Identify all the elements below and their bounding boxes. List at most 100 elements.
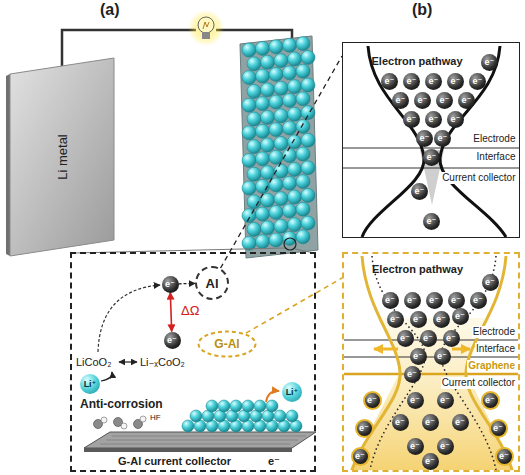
node-text: HF	[150, 413, 161, 423]
active-particle	[242, 181, 256, 195]
active-particle	[247, 112, 261, 126]
lithium-ion: Li⁺	[282, 382, 302, 402]
active-particle	[301, 78, 315, 92]
node-text: e⁻	[493, 424, 503, 433]
widen-arrow	[452, 348, 470, 351]
funnel-wall	[352, 256, 400, 470]
li-metal-slab: Li metal	[6, 56, 118, 258]
electron: e⁻	[447, 111, 464, 128]
node-text: e⁻	[396, 96, 406, 105]
panel-letter: (a)	[100, 1, 120, 19]
cathode-particle	[242, 400, 254, 412]
bulb-glow	[188, 10, 224, 46]
panel-letter: (b)	[412, 1, 432, 19]
node-text: e⁻	[407, 296, 417, 305]
node-text: e⁻	[427, 153, 437, 162]
active-particle	[296, 64, 310, 78]
active-particle	[283, 204, 297, 218]
wire	[62, 30, 196, 66]
cathode-particle	[182, 420, 194, 432]
texture-line	[106, 440, 298, 441]
node-text: e⁻	[436, 315, 446, 324]
electron: e⁻	[414, 92, 431, 109]
electron: e⁻	[392, 414, 409, 431]
active-particle	[261, 55, 275, 69]
layer-line	[343, 168, 519, 169]
cathode-particle	[286, 410, 298, 422]
active-particle	[242, 236, 256, 250]
electron: e⁻	[403, 111, 420, 128]
node-text: e⁻	[268, 455, 280, 468]
active-particle	[288, 80, 302, 94]
active-particle	[274, 81, 288, 95]
node-text: e⁻	[437, 352, 447, 361]
node-text: e⁻	[418, 96, 428, 105]
active-particle	[247, 167, 261, 181]
cathode-particle	[266, 400, 278, 412]
active-particle	[288, 218, 302, 232]
widen-arrow	[374, 348, 398, 351]
node-text: e⁻	[407, 115, 417, 124]
electron: e⁻	[422, 414, 439, 431]
active-particle	[269, 67, 283, 81]
electrode-particles	[242, 37, 315, 251]
active-particle	[242, 153, 256, 167]
graphene-layer	[344, 373, 518, 376]
active-particle	[261, 221, 275, 235]
active-particle	[242, 43, 256, 57]
active-particle	[296, 175, 310, 189]
active-particle	[288, 52, 302, 66]
panel-box: LiCoO₂Li₋ₓCoO₂Anti-corrosionHFG-Al curre…	[70, 252, 316, 472]
electron: e⁻	[481, 54, 498, 71]
active-particle	[256, 69, 270, 83]
active-particle	[242, 98, 256, 112]
active-particle	[247, 84, 261, 98]
plate-edge	[84, 448, 292, 452]
electron: e⁻	[404, 292, 421, 309]
active-particle	[296, 119, 310, 133]
cathode-particles	[182, 400, 302, 432]
active-particle	[269, 40, 283, 54]
connector	[246, 278, 342, 333]
active-particle	[261, 110, 275, 124]
node-text: Li⁺	[84, 379, 97, 389]
active-particle	[256, 124, 270, 138]
texture-line	[100, 444, 290, 445]
node-text: e⁻	[455, 312, 465, 321]
electron: e⁻	[437, 392, 454, 409]
electron: e⁻	[423, 213, 440, 230]
electrode-slab	[240, 36, 318, 258]
bulb-base	[202, 32, 210, 39]
connector	[178, 283, 195, 285]
active-particle	[288, 107, 302, 121]
active-particle	[247, 57, 261, 71]
electron: e⁻	[452, 414, 469, 431]
layer-label: Graphene	[467, 360, 516, 372]
active-particle	[274, 192, 288, 206]
node-text: Al	[206, 276, 219, 291]
node-text: e⁻	[410, 396, 420, 405]
electron: e⁻	[351, 447, 370, 466]
connector	[220, 56, 342, 268]
funnel-wall	[362, 46, 424, 237]
electron: e⁻	[425, 73, 442, 90]
active-particle	[296, 37, 310, 51]
electron: e⁻	[495, 447, 514, 466]
node-text: e⁻	[473, 296, 483, 305]
electron: e⁻	[447, 73, 464, 90]
node-text: Li₋ₓCoO₂	[140, 356, 185, 369]
layer-label: Interface	[475, 343, 516, 355]
electron: e⁻	[434, 348, 451, 365]
node-text: e⁻	[407, 370, 417, 379]
active-particle	[247, 140, 261, 154]
node-text: e⁻	[485, 396, 495, 405]
electron: e⁻	[411, 183, 428, 200]
hf-molecules	[94, 416, 147, 429]
active-particle	[247, 222, 261, 236]
node-text: e⁻	[455, 418, 465, 427]
electron-arrow	[98, 285, 160, 352]
node-text: e⁻	[451, 115, 461, 124]
active-particle	[274, 54, 288, 68]
electron: e⁻	[452, 308, 469, 325]
